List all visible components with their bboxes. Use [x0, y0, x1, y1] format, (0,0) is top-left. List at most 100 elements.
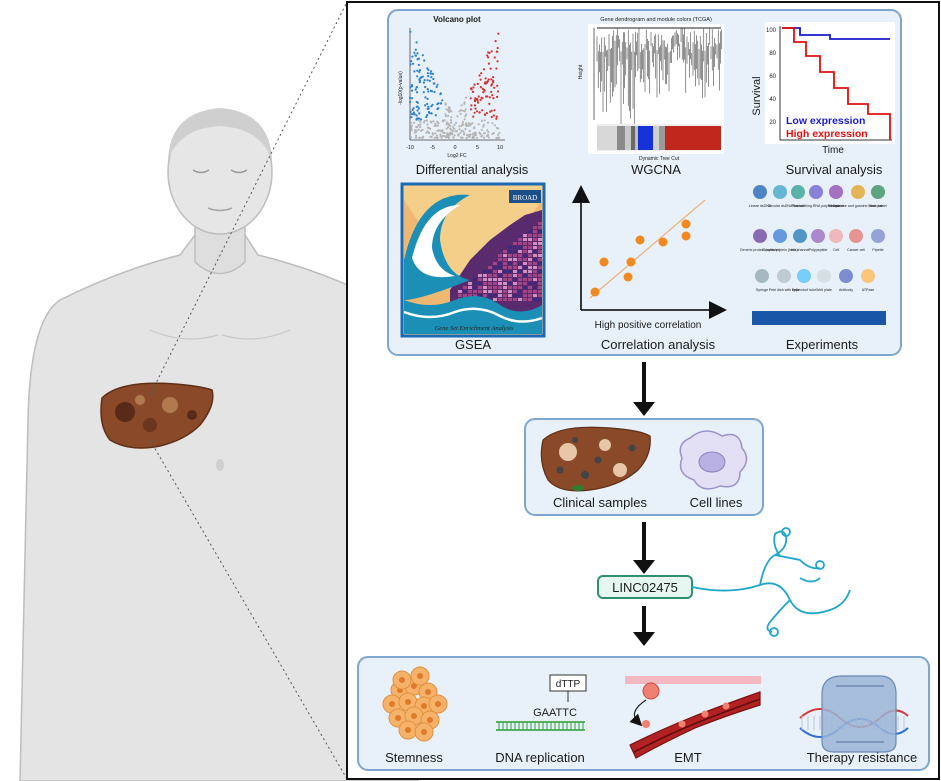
experiment-icon-label: Cell — [833, 248, 839, 252]
experiment-icon — [773, 229, 787, 243]
volcano-point — [495, 117, 498, 120]
volcano-point — [463, 110, 466, 113]
volcano-point — [483, 119, 486, 122]
volcano-point — [432, 120, 435, 123]
volcano-point — [438, 129, 441, 132]
volcano-point — [483, 89, 486, 92]
volcano-point — [467, 122, 470, 125]
volcano-point — [409, 110, 412, 113]
volcano-point — [493, 124, 496, 127]
emt-icon — [625, 676, 761, 759]
module-segment — [659, 126, 665, 150]
volcano-point — [411, 97, 414, 100]
correlation-point — [599, 257, 609, 267]
volcano-point — [410, 113, 413, 116]
caption-survival: Survival analysis — [786, 162, 883, 177]
cell-lines-label: Cell lines — [690, 495, 743, 510]
volcano-point — [464, 127, 467, 131]
volcano-point — [444, 136, 447, 139]
volcano-point — [486, 80, 489, 83]
correlation-point — [590, 287, 600, 297]
volcano-point — [495, 115, 498, 118]
volcano-point — [413, 131, 416, 134]
volcano-point — [492, 79, 495, 82]
correlation-plot: High positive correlation — [572, 185, 727, 331]
volcano-title: Volcano plot — [433, 15, 481, 24]
volcano-point — [490, 78, 493, 81]
experiment-icon — [829, 185, 843, 199]
volcano-point — [430, 112, 433, 115]
volcano-point — [427, 110, 431, 114]
volcano-point — [478, 111, 481, 114]
volcano-point — [423, 119, 426, 122]
experiment-icon — [829, 229, 843, 243]
volcano-point — [413, 51, 416, 54]
volcano-point — [426, 123, 429, 126]
volcano-point — [479, 86, 482, 89]
volcano-point — [490, 90, 493, 94]
volcano-point — [427, 90, 430, 93]
experiment-icon — [849, 229, 863, 243]
volcano-point — [487, 131, 490, 134]
caption-experiments: Experiments — [786, 337, 859, 352]
volcano-point — [472, 86, 475, 89]
volcano-point — [469, 97, 472, 100]
experiment-icon — [851, 185, 865, 199]
volcano-point — [416, 109, 419, 112]
volcano-point — [410, 124, 413, 127]
volcano-point — [426, 107, 429, 110]
volcano-point — [496, 84, 499, 87]
wgcna-subcaption: Dynamic Tree Cut — [639, 156, 680, 162]
volcano-point — [462, 133, 466, 136]
volcano-point — [409, 86, 412, 89]
experiment-icon-label: Cancer cell — [847, 248, 865, 252]
volcano-point — [488, 102, 491, 105]
correlation-point — [681, 219, 691, 229]
high-expression-curve — [782, 27, 891, 140]
experiment-icon-label: Petri dish with cells — [769, 288, 800, 292]
module-segment — [665, 126, 721, 150]
volcano-point — [441, 99, 444, 102]
volcano-point — [428, 79, 431, 82]
volcano-point — [415, 86, 418, 89]
volcano-point — [413, 70, 416, 73]
experiment-icon-label: Pipette — [872, 248, 883, 252]
wgcna-ylabel: Height — [578, 64, 584, 79]
outcomes-panel — [357, 656, 930, 771]
low-expression-label: Low expression — [786, 115, 865, 127]
volcano-point — [457, 134, 460, 137]
caption-gsea: GSEA — [455, 337, 491, 352]
volcano-point — [469, 108, 473, 111]
volcano-point — [496, 136, 499, 139]
volcano-point — [439, 102, 442, 105]
experiment-icon — [753, 185, 767, 199]
volcano-point — [449, 124, 452, 127]
volcano-point — [453, 127, 456, 131]
volcano-point — [421, 136, 424, 140]
therapy-resistance-label: Therapy resistance — [807, 750, 918, 765]
volcano-point — [459, 131, 462, 134]
experiment-icon-label: Generic protein (cylinder) — [740, 248, 780, 252]
volcano-point — [444, 115, 447, 118]
volcano-point — [493, 86, 496, 89]
volcano-point — [427, 75, 430, 78]
wgcna-title: Gene dendrogram and module colors (TCGA) — [600, 17, 712, 23]
experiment-icon — [809, 185, 823, 199]
volcano-point — [415, 105, 418, 108]
volcano-point — [411, 55, 414, 58]
stemness-cluster-icon — [382, 666, 448, 742]
volcano-point — [427, 105, 430, 108]
volcano-point — [421, 54, 424, 57]
caption-correlation: Correlation analysis — [601, 337, 716, 352]
experiment-icon — [871, 229, 885, 243]
volcano-point — [480, 72, 483, 75]
experiment-icon-label: Antibody — [839, 288, 853, 292]
experiment-icon — [773, 185, 787, 199]
volcano-point — [467, 124, 470, 127]
volcano-point — [431, 103, 434, 106]
volcano-point — [473, 99, 476, 102]
experiments-bar — [752, 311, 886, 325]
volcano-point — [415, 100, 418, 104]
volcano-point — [445, 133, 449, 136]
